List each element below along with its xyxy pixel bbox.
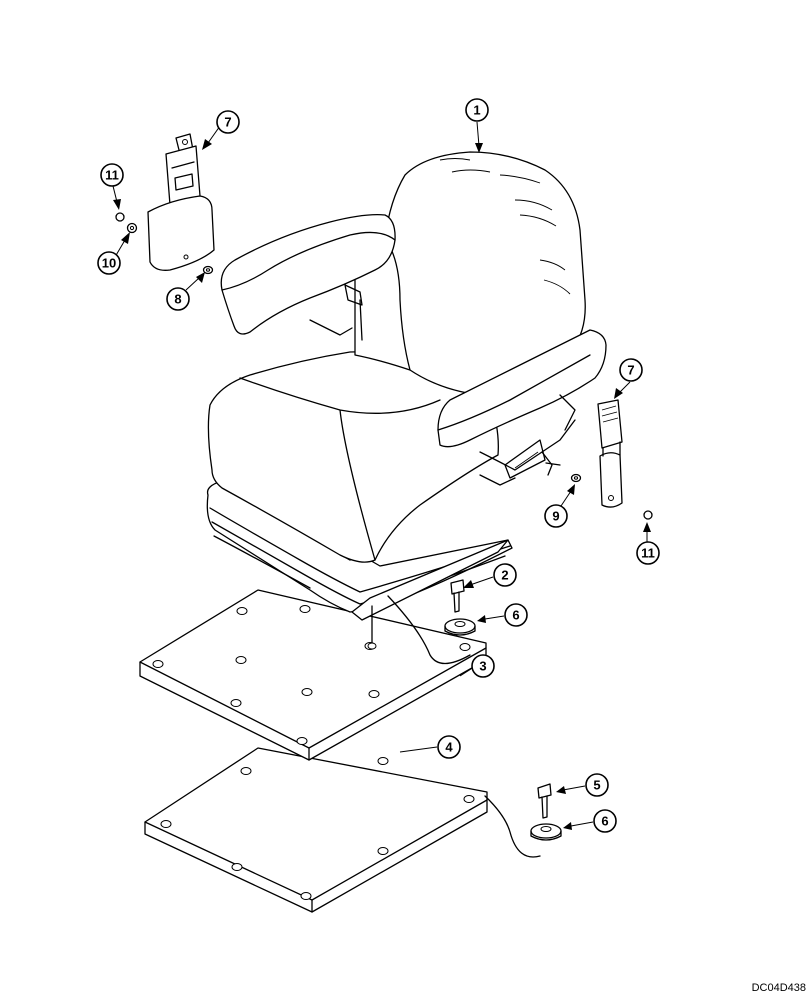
callout-5: 5 — [585, 773, 609, 797]
drawing-code: DC04D438 — [751, 982, 806, 994]
callout-11-right-number: 11 — [641, 546, 655, 561]
callout-9: 9 — [544, 504, 568, 528]
callout-2-number: 2 — [501, 568, 508, 583]
bolt-upper — [450, 579, 465, 613]
callout-10-number: 10 — [102, 256, 116, 271]
callout-leaders — [112, 121, 651, 830]
right-armrest — [437, 329, 607, 486]
bolt-alignment-line — [484, 795, 541, 858]
seat-belt-buckle-left — [147, 133, 215, 271]
washer-upper — [444, 618, 476, 636]
callout-1: 1 — [465, 98, 489, 122]
callout-6-lower-number: 6 — [601, 814, 608, 829]
callout-6-upper: 6 — [504, 603, 528, 627]
seat-cushion — [207, 351, 499, 563]
callout-6-upper-number: 6 — [512, 608, 519, 623]
seat-backrest — [344, 151, 586, 396]
callout-5-number: 5 — [593, 778, 600, 793]
callout-3: 3 — [471, 654, 495, 678]
callout-9-number: 9 — [552, 509, 559, 524]
callout-7-left: 7 — [216, 110, 240, 134]
callout-7-right-number: 7 — [627, 363, 634, 378]
fastener-hardware — [115, 212, 653, 520]
callout-1-number: 1 — [473, 103, 480, 118]
callout-11-right: 11 — [636, 541, 660, 565]
callout-7-left-number: 7 — [224, 115, 231, 130]
washer-lower — [530, 823, 562, 841]
callout-7-right: 7 — [619, 358, 643, 382]
upper-mounting-plate — [139, 589, 487, 761]
callout-8-number: 8 — [174, 292, 181, 307]
callout-6-lower: 6 — [593, 809, 617, 833]
bolt-lower — [537, 783, 552, 819]
callout-11-left: 11 — [100, 163, 124, 187]
callout-10: 10 — [97, 251, 121, 275]
callout-11-left-number: 11 — [105, 168, 119, 183]
callout-3-number: 3 — [479, 659, 486, 674]
callout-2: 2 — [493, 563, 517, 587]
callout-4: 4 — [437, 735, 461, 759]
seat-belt-buckle-right — [597, 399, 623, 508]
lower-mounting-plate — [144, 747, 488, 913]
callout-4-number: 4 — [445, 740, 453, 755]
callout-8: 8 — [166, 287, 190, 311]
left-armrest — [220, 214, 396, 336]
